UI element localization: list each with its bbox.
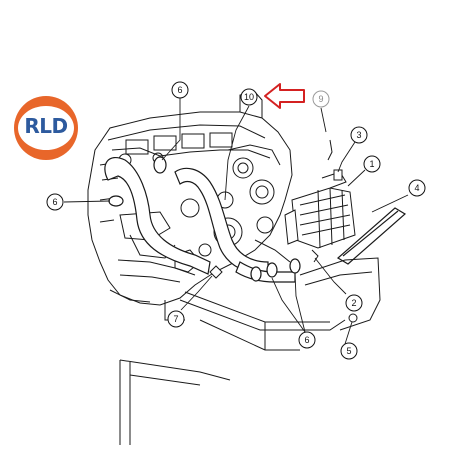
callouts: 10 9 6 3 1 4 6 — [46, 81, 426, 360]
logo-text: RLD — [24, 114, 68, 138]
fastener-7 — [209, 265, 223, 279]
clip-2 — [311, 249, 319, 263]
clamp-left — [108, 195, 124, 207]
svg-text:9: 9 — [318, 94, 323, 104]
callout-5: 5 — [340, 342, 358, 360]
callout-6-top: 6 — [171, 81, 189, 99]
small-parts — [209, 139, 358, 323]
svg-text:6: 6 — [304, 335, 309, 345]
coolant-hoses — [104, 157, 296, 283]
bleed-screw — [327, 139, 333, 161]
callout-7: 7 — [167, 310, 185, 328]
callout-4: 4 — [408, 179, 426, 197]
callout-1: 1 — [363, 155, 381, 173]
svg-text:10: 10 — [244, 92, 254, 102]
callout-6-left: 6 — [46, 193, 64, 211]
svg-text:4: 4 — [414, 183, 419, 193]
leader-lines — [63, 96, 409, 345]
clamp-lower-1 — [266, 262, 278, 278]
rld-logo: RLD — [14, 96, 78, 160]
clamp-upper — [153, 156, 167, 174]
callout-10: 10 — [240, 88, 258, 106]
nut-5 — [348, 313, 358, 323]
svg-text:3: 3 — [356, 130, 361, 140]
svg-text:1: 1 — [369, 159, 374, 169]
bracket-3 — [333, 169, 343, 181]
svg-text:5: 5 — [346, 346, 351, 356]
heater-unit — [284, 171, 356, 249]
svg-text:2: 2 — [351, 298, 356, 308]
clamp-lower-2 — [289, 258, 301, 274]
clamp-lower-3 — [250, 266, 262, 282]
svg-text:7: 7 — [173, 314, 178, 324]
callout-2: 2 — [345, 294, 363, 312]
callout-3: 3 — [350, 126, 368, 144]
frame-rail — [119, 257, 381, 445]
logo-inner — [18, 106, 74, 150]
svg-text:6: 6 — [177, 85, 182, 95]
highlight-arrow — [264, 83, 305, 109]
callout-6-bottom: 6 — [298, 331, 316, 349]
drive-belt — [336, 207, 407, 265]
callout-9: 9 — [312, 90, 330, 108]
svg-text:6: 6 — [52, 197, 57, 207]
